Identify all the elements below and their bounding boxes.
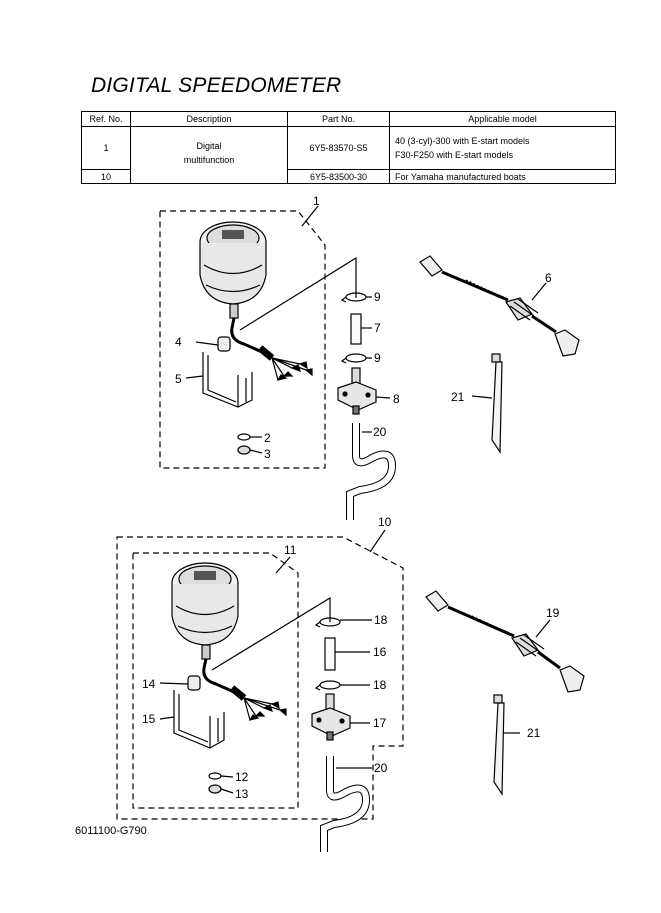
part-18-clamp xyxy=(314,617,372,628)
part-13-nut xyxy=(208,784,222,794)
callout-17: 17 xyxy=(373,716,387,730)
callout-9: 9 xyxy=(374,290,381,304)
table-row: 10 6Y5-83500-30 For Yamaha manufactured … xyxy=(81,169,616,184)
callout-16: 16 xyxy=(373,645,387,659)
part-15-bracket xyxy=(159,690,225,749)
assembly-10-boundary xyxy=(116,536,404,820)
model-line: 40 (3-cyl)-300 with E-start models xyxy=(395,136,530,146)
part-17-fitting xyxy=(311,693,370,741)
callout-18: 18 xyxy=(374,613,388,627)
speedometer-gauge-11 xyxy=(171,562,239,660)
assembly-10 xyxy=(116,529,585,852)
callout-14: 14 xyxy=(142,677,156,691)
callout-15: 15 xyxy=(142,712,156,726)
cell-applicable-model: For Yamaha manufactured boats xyxy=(389,169,616,184)
description-line: Digital xyxy=(196,141,222,151)
assembly-1-boundary xyxy=(159,210,326,469)
part-18-clamp xyxy=(314,680,370,691)
callout-6: 6 xyxy=(545,271,552,285)
part-9-clamp xyxy=(340,292,372,303)
part-4-cap xyxy=(195,336,231,352)
description-line: multifunction xyxy=(183,155,235,165)
callout-7: 7 xyxy=(374,321,381,335)
part-16-tube xyxy=(324,637,336,671)
model-line: F30-F250 with E-start models xyxy=(395,150,514,160)
part-7-tube xyxy=(350,313,362,345)
callout-19: 19 xyxy=(546,606,560,620)
callout-2: 2 xyxy=(264,431,271,445)
cell-part-no: 6Y5-83500-30 xyxy=(287,169,390,184)
assembly-1 xyxy=(159,205,580,520)
table-row: 1 Digital multifunction 6Y5-83570-S5 40 … xyxy=(81,126,616,184)
callout-4: 4 xyxy=(175,335,182,349)
callout-21: 21 xyxy=(527,726,541,740)
part-3-nut xyxy=(237,445,251,455)
callout-8: 8 xyxy=(393,392,400,406)
page-title: DIGITAL SPEEDOMETER xyxy=(91,74,342,97)
callout-20: 20 xyxy=(373,425,387,439)
callout-1: 1 xyxy=(313,194,320,208)
part-14-cap xyxy=(159,675,201,691)
speedometer-gauge-1 xyxy=(199,221,267,319)
cell-ref: 1 xyxy=(81,126,131,170)
callout-13: 13 xyxy=(235,787,249,801)
assembly-11-boundary xyxy=(132,552,299,809)
cell-part-no: 6Y5-83570-S5 xyxy=(287,126,390,170)
cell-ref: 10 xyxy=(81,169,131,184)
cell-description: Digital multifunction xyxy=(130,126,288,184)
callout-9: 9 xyxy=(374,351,381,365)
callout-20: 20 xyxy=(374,761,388,775)
callout-3: 3 xyxy=(264,447,271,461)
part-12-washer xyxy=(208,772,222,780)
part-21-cable-tie xyxy=(471,353,503,454)
part-5-bracket xyxy=(185,352,253,408)
part-9-clamp xyxy=(340,353,372,364)
callout-11: 11 xyxy=(284,543,297,557)
part-21-cable-tie xyxy=(493,694,520,796)
part-19-sensor-cable xyxy=(425,590,585,693)
part-6-sensor-cable xyxy=(419,255,580,357)
part-2-washer xyxy=(237,433,251,441)
callout-12: 12 xyxy=(235,770,249,784)
part-8-fitting xyxy=(337,367,391,415)
callout-10: 10 xyxy=(378,515,392,529)
callout-18: 18 xyxy=(373,678,387,692)
parts-table: Ref. No. Description Part No. Applicable… xyxy=(81,111,616,184)
callout-5: 5 xyxy=(175,372,182,386)
callout-21: 21 xyxy=(451,390,465,404)
footer-code: 6011100-G790 xyxy=(75,825,147,837)
